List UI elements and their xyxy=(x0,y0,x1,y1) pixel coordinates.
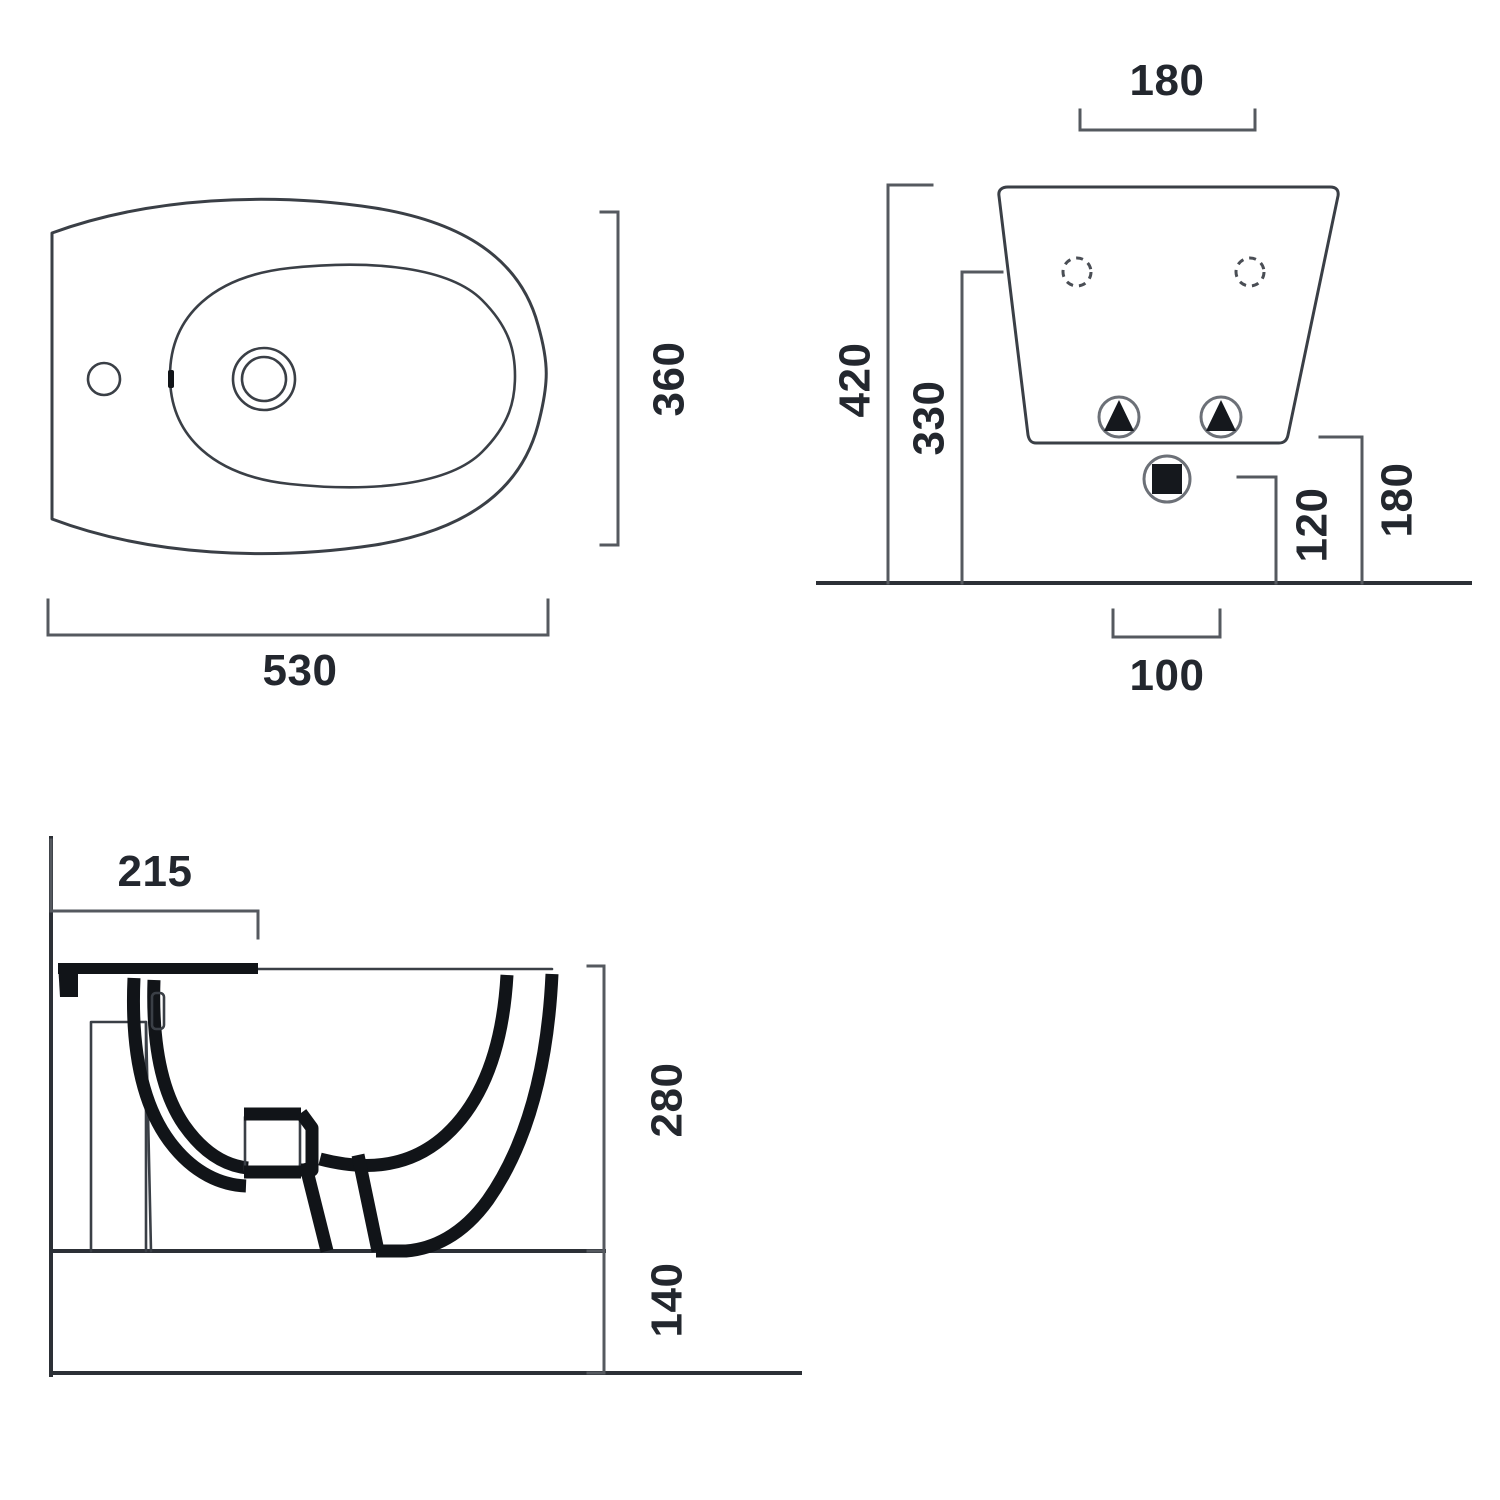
drain-inner-ring-icon xyxy=(240,355,288,403)
front-view-group xyxy=(816,108,1472,639)
side-view-waste-leg-outer xyxy=(351,1153,385,1253)
dim-420-bracket xyxy=(886,183,934,585)
side-view-waste-leg xyxy=(298,1161,334,1253)
dim-180-top-bracket xyxy=(1078,108,1257,132)
dim-label-100: 100 xyxy=(1130,651,1205,700)
wall-bolt-right-icon xyxy=(1199,395,1243,439)
dim-label-140: 140 xyxy=(643,1263,692,1338)
dim-label-360: 360 xyxy=(645,342,694,417)
tap-hole-icon xyxy=(86,361,122,397)
side-view-inner-bowl-right xyxy=(318,974,514,1172)
dim-180-right-bracket xyxy=(1318,435,1364,585)
side-view-drain-shoulder xyxy=(295,1109,319,1177)
wall-bolt-left-icon xyxy=(1097,395,1141,439)
drain-outer-ring-icon xyxy=(231,346,297,412)
top-view-inner-bowl xyxy=(168,263,517,489)
top-view-group xyxy=(46,197,620,637)
dim-330-bracket xyxy=(960,270,1004,585)
dim-100-bracket xyxy=(1111,608,1222,639)
front-view-body-outline xyxy=(997,185,1340,445)
dim-120-bracket xyxy=(1236,475,1278,585)
dim-label-330: 330 xyxy=(905,381,954,456)
side-view-tap-spout-icon xyxy=(58,963,78,997)
side-view-tap-fitting-icon xyxy=(58,963,160,974)
dim-215-bracket xyxy=(49,909,260,940)
side-view-rim-heavy-icon xyxy=(160,963,258,974)
dim-label-215: 215 xyxy=(118,847,193,896)
top-view-outer-outline xyxy=(50,197,548,556)
dim-label-530: 530 xyxy=(263,646,338,695)
dim-label-120: 120 xyxy=(1288,488,1337,563)
fixing-hole-right-icon xyxy=(1234,256,1266,288)
dim-360-bracket xyxy=(599,210,620,547)
side-view-left-wall xyxy=(126,977,247,1193)
fixing-hole-left-icon xyxy=(1061,256,1093,288)
side-view-group xyxy=(49,836,802,1377)
dim-label-180-right: 180 xyxy=(1373,463,1422,538)
side-view-concealed-bracket-taper xyxy=(144,1020,153,1253)
side-view-outer-wall xyxy=(376,973,559,1258)
overflow-slot-icon xyxy=(168,370,174,388)
dim-label-180-top: 180 xyxy=(1130,56,1205,105)
side-view-tap-hole-icon xyxy=(150,991,166,1031)
dim-530-bracket xyxy=(46,598,550,637)
dim-label-420: 420 xyxy=(831,343,880,418)
dim-label-280: 280 xyxy=(643,1063,692,1138)
side-view-drain-box xyxy=(243,1115,302,1172)
waste-outlet-icon xyxy=(1142,454,1192,504)
side-view-inner-bowl-left xyxy=(147,979,249,1175)
